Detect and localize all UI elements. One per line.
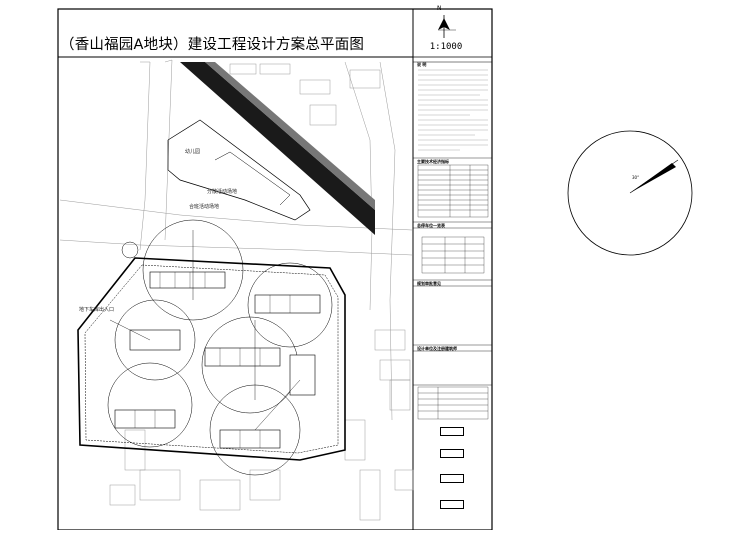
kindergarten-outline [167,119,311,221]
panel-stamp-2 [440,449,464,458]
notes-header: 说 明 [417,62,427,67]
parking-header: 总停车位一览表 [417,223,445,228]
review-header: 规划审批意见 [417,281,441,286]
label-activity-area-2: 合班活动场地 [189,204,220,210]
sign-table [417,386,489,420]
page-title: （香山福园A地块）建设工程设计方案总平面图 [60,37,365,53]
parking-table [421,236,485,274]
compass-rose-icon [567,130,693,256]
sign-header: 设计单位及注册建筑师 [417,346,457,351]
scale-label: 1:1000 [429,42,463,52]
tech-table [417,164,489,218]
sight-lines [109,230,301,431]
context-lines [59,59,414,521]
rail-band [180,62,375,235]
site-boundary [77,257,346,461]
outer-frame [57,8,493,531]
north-label: N [437,5,442,12]
tech-table-header: 主要技术经济指标 [417,159,449,164]
residential-buildings [114,271,321,449]
right-panel-lines [413,157,492,386]
north-arrow-icon [438,15,456,38]
compass-label: 30° [632,175,640,180]
panel-stamp-3 [440,474,464,483]
label-kindergarten: 幼儿园 [185,149,201,155]
label-underground-garage: 地下车库出入口 [79,307,115,313]
label-activity-area-1: 分散活动场地 [207,189,238,195]
panel-stamp-4 [440,500,464,509]
panel-stamp-1 [440,427,464,436]
building-inner-hatch [134,272,291,448]
